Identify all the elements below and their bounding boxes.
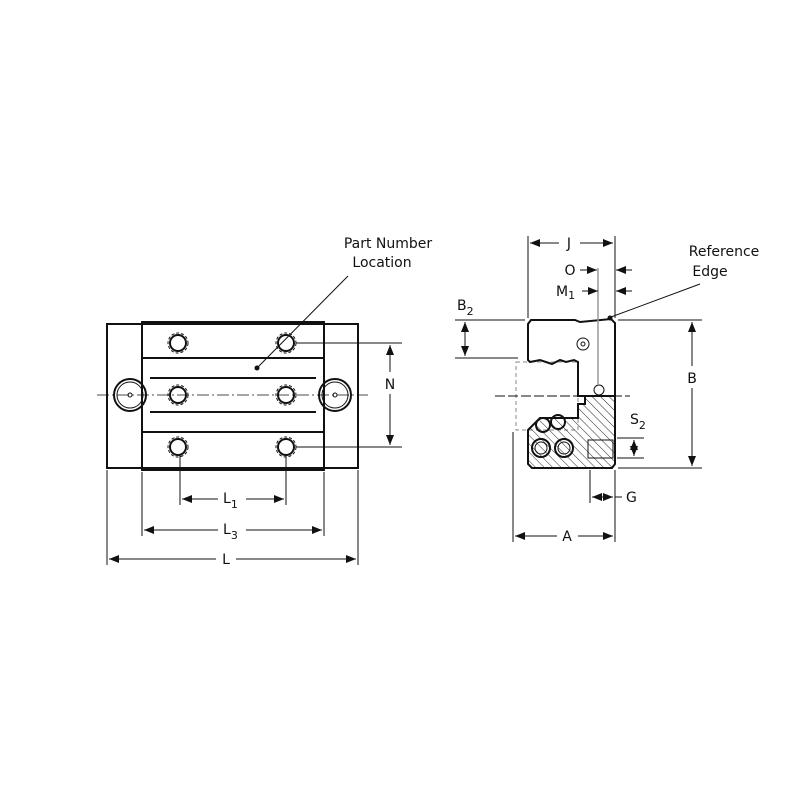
dim-n-label: N <box>385 377 395 393</box>
dim-j-label: J <box>566 236 571 252</box>
hole <box>167 332 189 354</box>
part-number-label-1: Part Number <box>344 236 433 252</box>
dim-l3-label: L3 <box>223 522 238 542</box>
hole <box>275 436 297 458</box>
dim-l-label: L <box>222 552 230 568</box>
reference-edge-label-1: Reference <box>689 244 760 260</box>
carriage-body <box>141 321 325 471</box>
dim-m1-label: M1 <box>556 284 575 302</box>
dim-g-label: G <box>626 490 637 506</box>
dim-b2-label: B2 <box>457 298 474 318</box>
rail-outline <box>106 323 359 469</box>
part-number-label-2: Location <box>352 255 411 271</box>
top-view: Part Number Location N L1 L3 L <box>97 236 432 568</box>
reference-edge-leader <box>610 283 701 318</box>
part-number-leader <box>256 275 349 369</box>
hole <box>275 332 297 354</box>
end-view: Reference Edge J O M1 B2 B S2 G <box>455 236 759 545</box>
reference-edge-label-2: Edge <box>692 264 727 280</box>
dim-a-label: A <box>562 529 572 545</box>
carriage-section <box>527 317 616 397</box>
dim-b-label: B <box>687 371 697 387</box>
dim-l1-label: L1 <box>223 491 238 511</box>
hole <box>167 436 189 458</box>
dim-s2-label: S2 <box>630 412 646 432</box>
dim-o-label: O <box>564 263 575 279</box>
grease-fitting-icon <box>576 337 590 351</box>
